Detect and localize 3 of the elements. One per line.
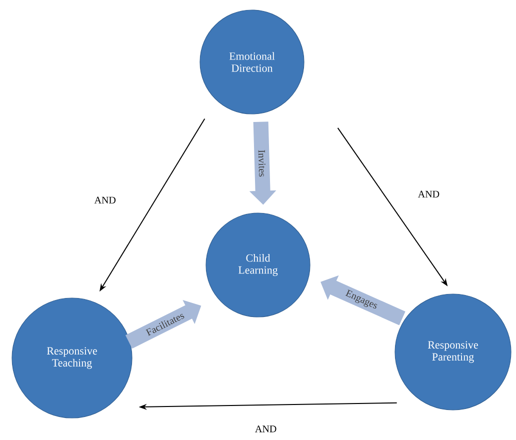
edge-label: AND	[93, 196, 117, 204]
edge-label: AND	[254, 424, 278, 434]
edge-label: AND	[416, 190, 441, 198]
